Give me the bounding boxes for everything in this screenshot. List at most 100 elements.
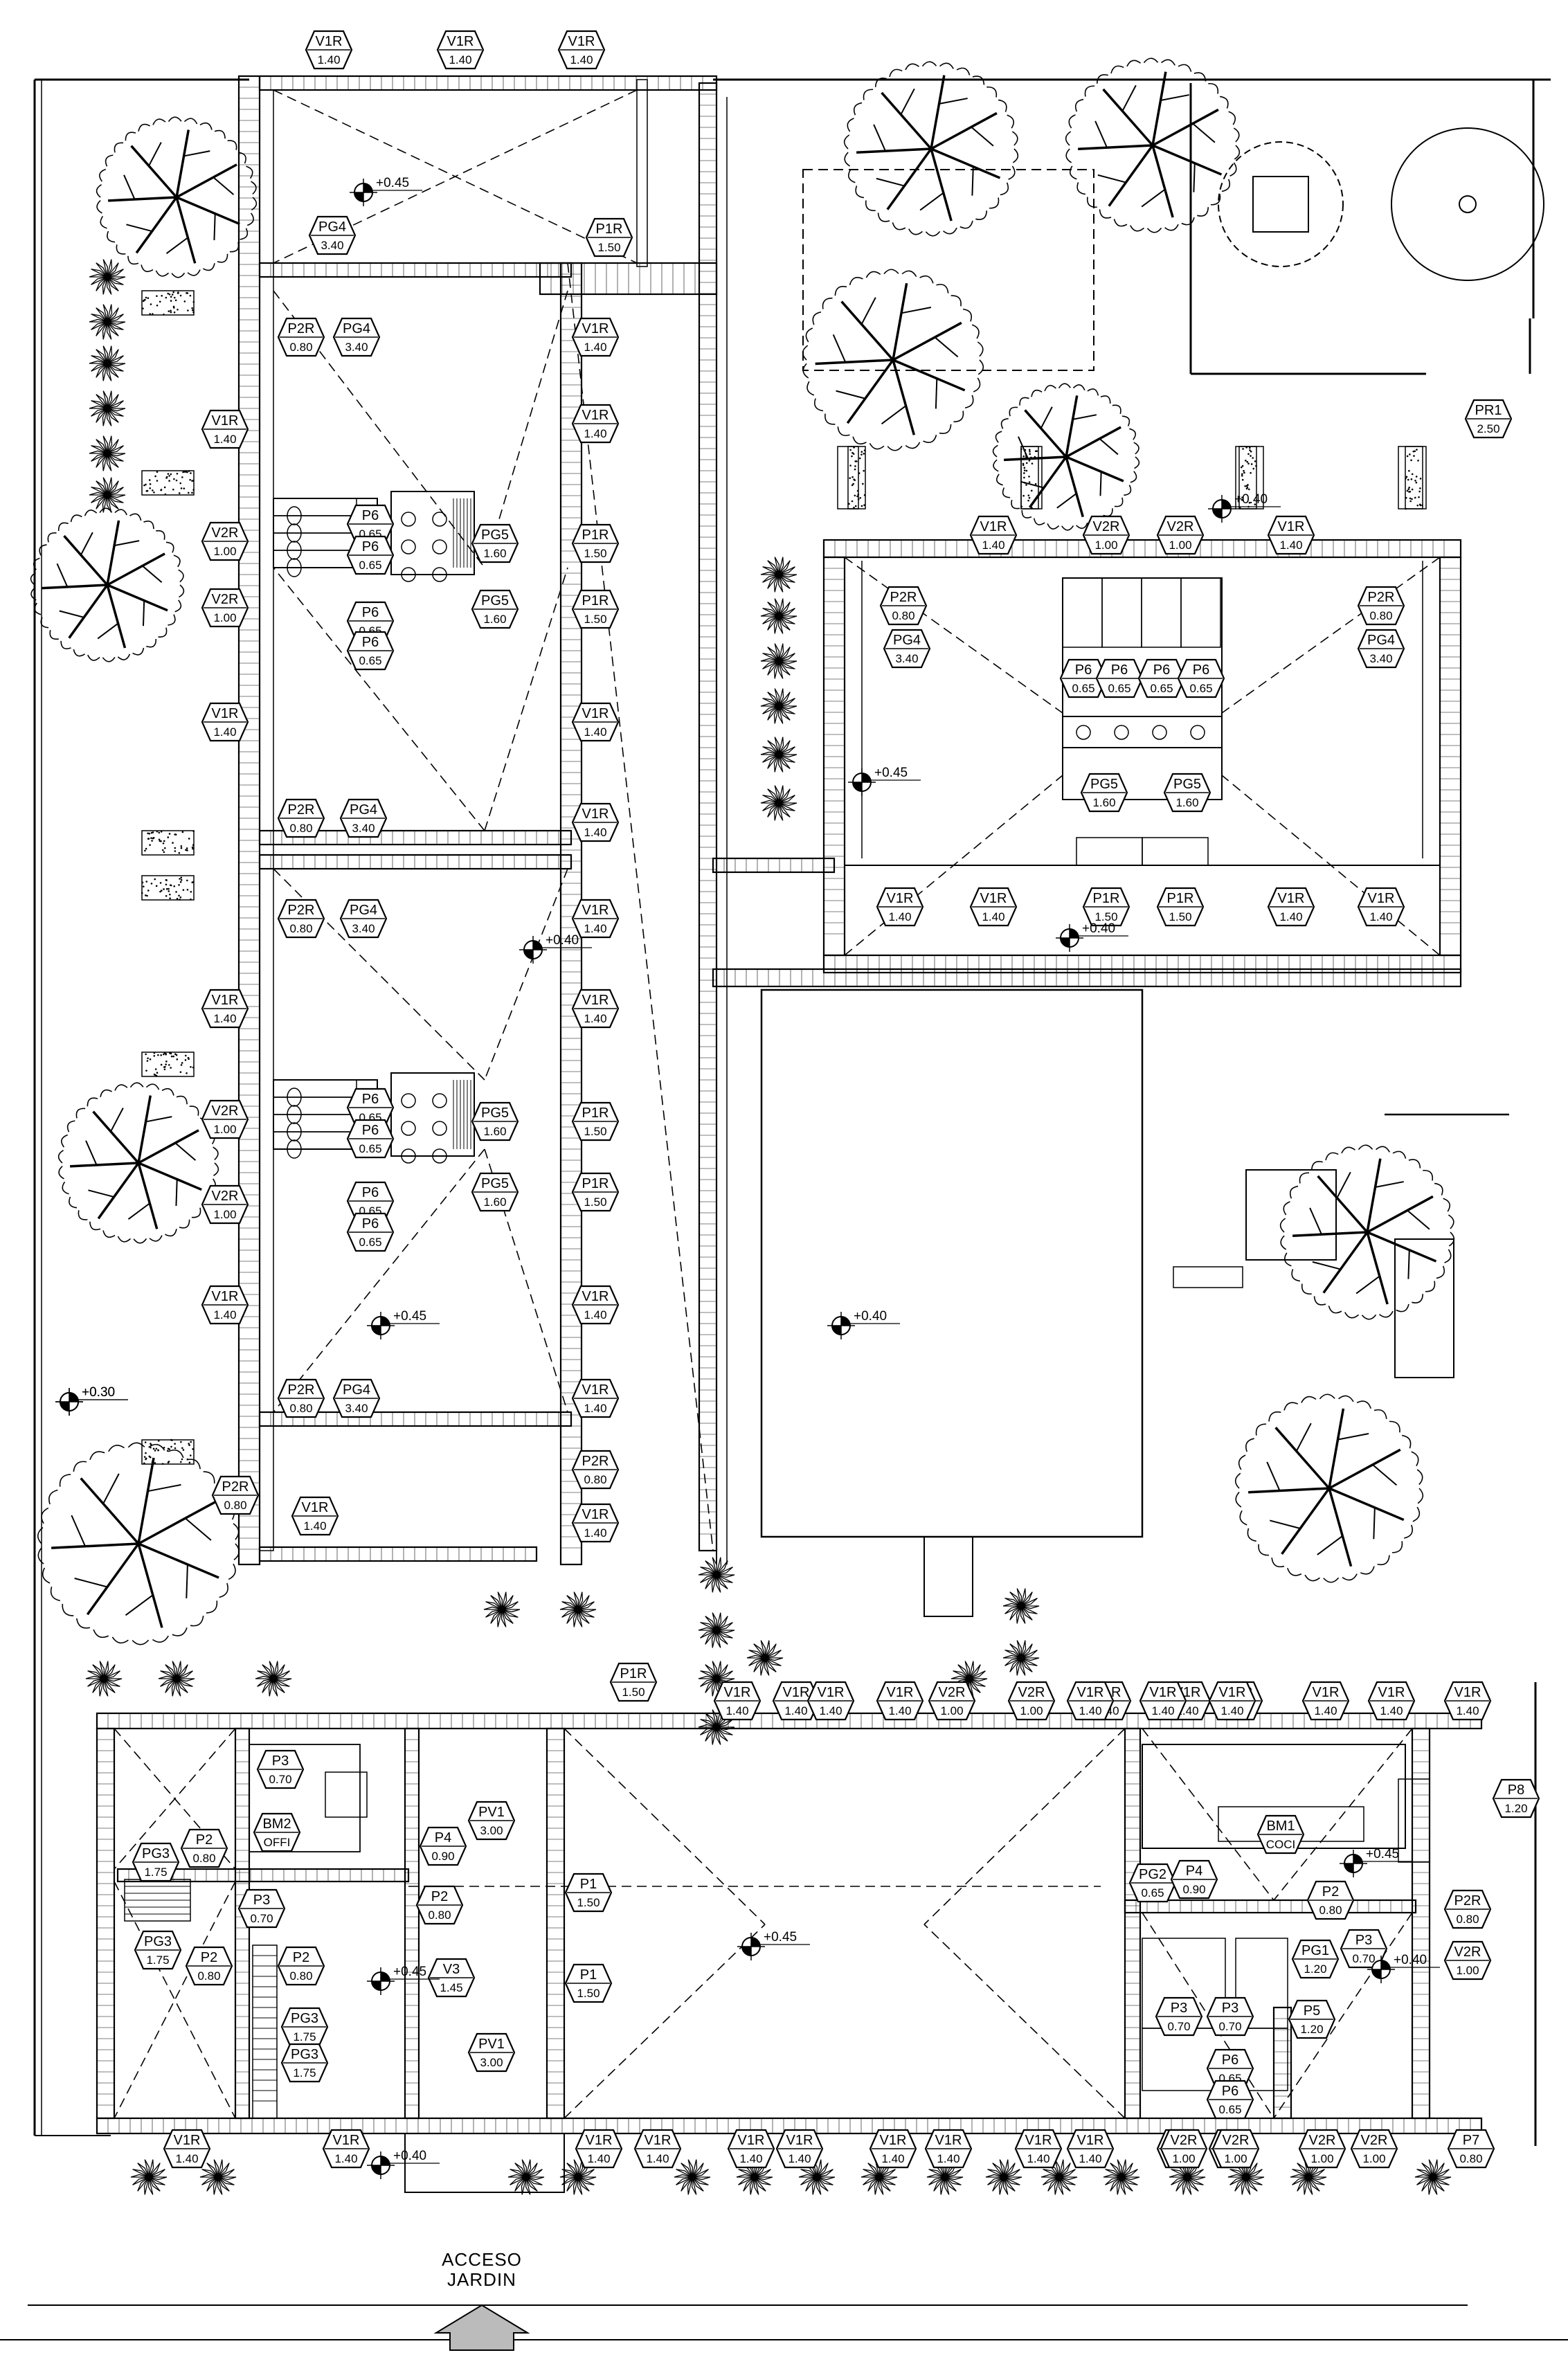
tag-code: P1 <box>580 1967 597 1983</box>
fountain-center <box>1459 196 1476 213</box>
tag-dimension: 1.40 <box>584 1402 606 1415</box>
tag-dimension: OFFI <box>264 1836 291 1849</box>
planter-dot <box>1416 482 1418 484</box>
planter-dot <box>1409 498 1412 500</box>
opening-tag: P60.65 <box>348 1213 393 1251</box>
wall <box>405 1729 419 2118</box>
planter-dot <box>164 847 166 849</box>
tree-icon <box>1281 1145 1454 1319</box>
planter-dot <box>172 842 174 844</box>
opening-tag: V1R1.40 <box>714 1682 760 1720</box>
tag-code: P6 <box>362 508 379 523</box>
tag-code: P6 <box>362 1185 379 1200</box>
tag-dimension: 1.00 <box>213 1123 236 1136</box>
planter-dot <box>177 309 179 311</box>
opening-tag: V1R 1.40 <box>1016 2130 1061 2167</box>
tag-code: PG5 <box>481 1106 509 1121</box>
shrub-icon <box>89 391 125 426</box>
hip-line <box>1222 557 1440 713</box>
tag-code: V1R <box>783 1685 810 1700</box>
outline <box>273 498 357 516</box>
planter-dot <box>185 1055 187 1057</box>
outline <box>273 1080 357 1097</box>
level-value: +0.40 <box>1234 492 1268 507</box>
tag-code: BM2 <box>262 1816 291 1832</box>
planter-dot <box>147 890 150 892</box>
interior-details <box>125 128 1544 2118</box>
tag-dimension: 0.70 <box>1352 1952 1375 1965</box>
shrub-icon <box>89 346 125 381</box>
opening-tag: V1R1.40 <box>573 804 618 841</box>
level-marker-icon: +0.45 <box>350 176 422 206</box>
tag-code: V1R <box>1278 519 1305 534</box>
planter-dot <box>863 470 865 472</box>
opening-tag: P51.20 <box>1289 2001 1335 2038</box>
shrub-icon <box>159 1661 195 1697</box>
tag-dimension: 0.70 <box>250 1912 273 1925</box>
planter-dot <box>1249 447 1251 449</box>
tag-code: V2R <box>1454 1945 1481 1960</box>
opening-tag: V1R1.40 <box>323 2130 369 2167</box>
tag-dimension: 1.40 <box>317 53 340 66</box>
planter-dot <box>153 837 155 839</box>
shrub-icon <box>508 2160 544 2195</box>
planter-dot <box>1027 500 1029 502</box>
planter-dot <box>178 884 180 886</box>
planter-dot <box>170 1067 172 1069</box>
planter-dot <box>169 833 171 835</box>
opening-tag: P1R1.50 <box>611 1663 656 1701</box>
shrub-icon <box>761 786 797 821</box>
tag-dimension: 1.60 <box>483 1125 506 1138</box>
planter-dot <box>168 480 170 482</box>
level-value: +0.40 <box>1082 921 1115 936</box>
planter-dot <box>161 1064 163 1066</box>
planter-dot <box>143 1462 145 1464</box>
tag-dimension: 0.80 <box>289 922 312 935</box>
tag-dimension: 1.50 <box>584 1195 606 1209</box>
planter-dot <box>192 489 195 491</box>
planter-dot <box>854 469 856 471</box>
garden-bench <box>1395 1239 1454 1378</box>
planter-dot <box>1029 451 1031 453</box>
opening-tag: V2R1.00 <box>1083 516 1129 554</box>
planter-dot <box>1023 472 1025 474</box>
level-marker-icon: +0.40 <box>1208 492 1281 523</box>
outline <box>273 533 357 550</box>
tag-code: P2 <box>1322 1884 1339 1900</box>
opening-tag: P2R0.80 <box>881 587 926 624</box>
opening-tag: P60.65 <box>348 536 393 574</box>
planter-dot <box>192 309 194 312</box>
tag-dimension: 1.20 <box>1300 2023 1323 2036</box>
planter-dot <box>165 477 168 479</box>
planter-dot <box>856 496 858 498</box>
opening-tag: V1R1.40 <box>777 2130 822 2167</box>
planter-dot <box>1407 479 1409 481</box>
tag-dimension: 3.00 <box>480 1824 503 1837</box>
tag-dimension: 0.65 <box>1141 1886 1164 1900</box>
planter-dot <box>172 294 174 296</box>
planter-dot <box>1420 505 1422 507</box>
tag-dimension: 1.40 <box>1027 2152 1049 2165</box>
opening-tag: V1R1.40 <box>306 31 352 69</box>
tag-code: PG4 <box>318 219 346 235</box>
shelf <box>253 1945 277 2118</box>
outline <box>637 80 647 267</box>
opening-tag: P81.20 <box>1493 1780 1539 1817</box>
planter-dot <box>857 490 859 492</box>
planter-dot <box>163 314 165 316</box>
opening-tag: V1R1.40 <box>438 31 483 69</box>
planter-dot <box>164 487 166 489</box>
tag-dimension: 0.70 <box>269 1773 291 1786</box>
tag-code: PG3 <box>144 1934 172 1949</box>
tag-code: V1R <box>1025 2133 1052 2148</box>
planter-dot <box>183 889 185 891</box>
planter-dot <box>1420 478 1422 480</box>
planter-dot <box>162 849 164 851</box>
planter-dot <box>156 831 159 833</box>
tag-code: P3 <box>272 1753 289 1769</box>
wall <box>713 969 1461 986</box>
play-equipment <box>1173 1267 1243 1288</box>
opening-tag: V1R1.40 <box>1067 2130 1113 2167</box>
planter-dot <box>1244 485 1246 487</box>
tag-dimension: 1.50 <box>584 613 606 626</box>
